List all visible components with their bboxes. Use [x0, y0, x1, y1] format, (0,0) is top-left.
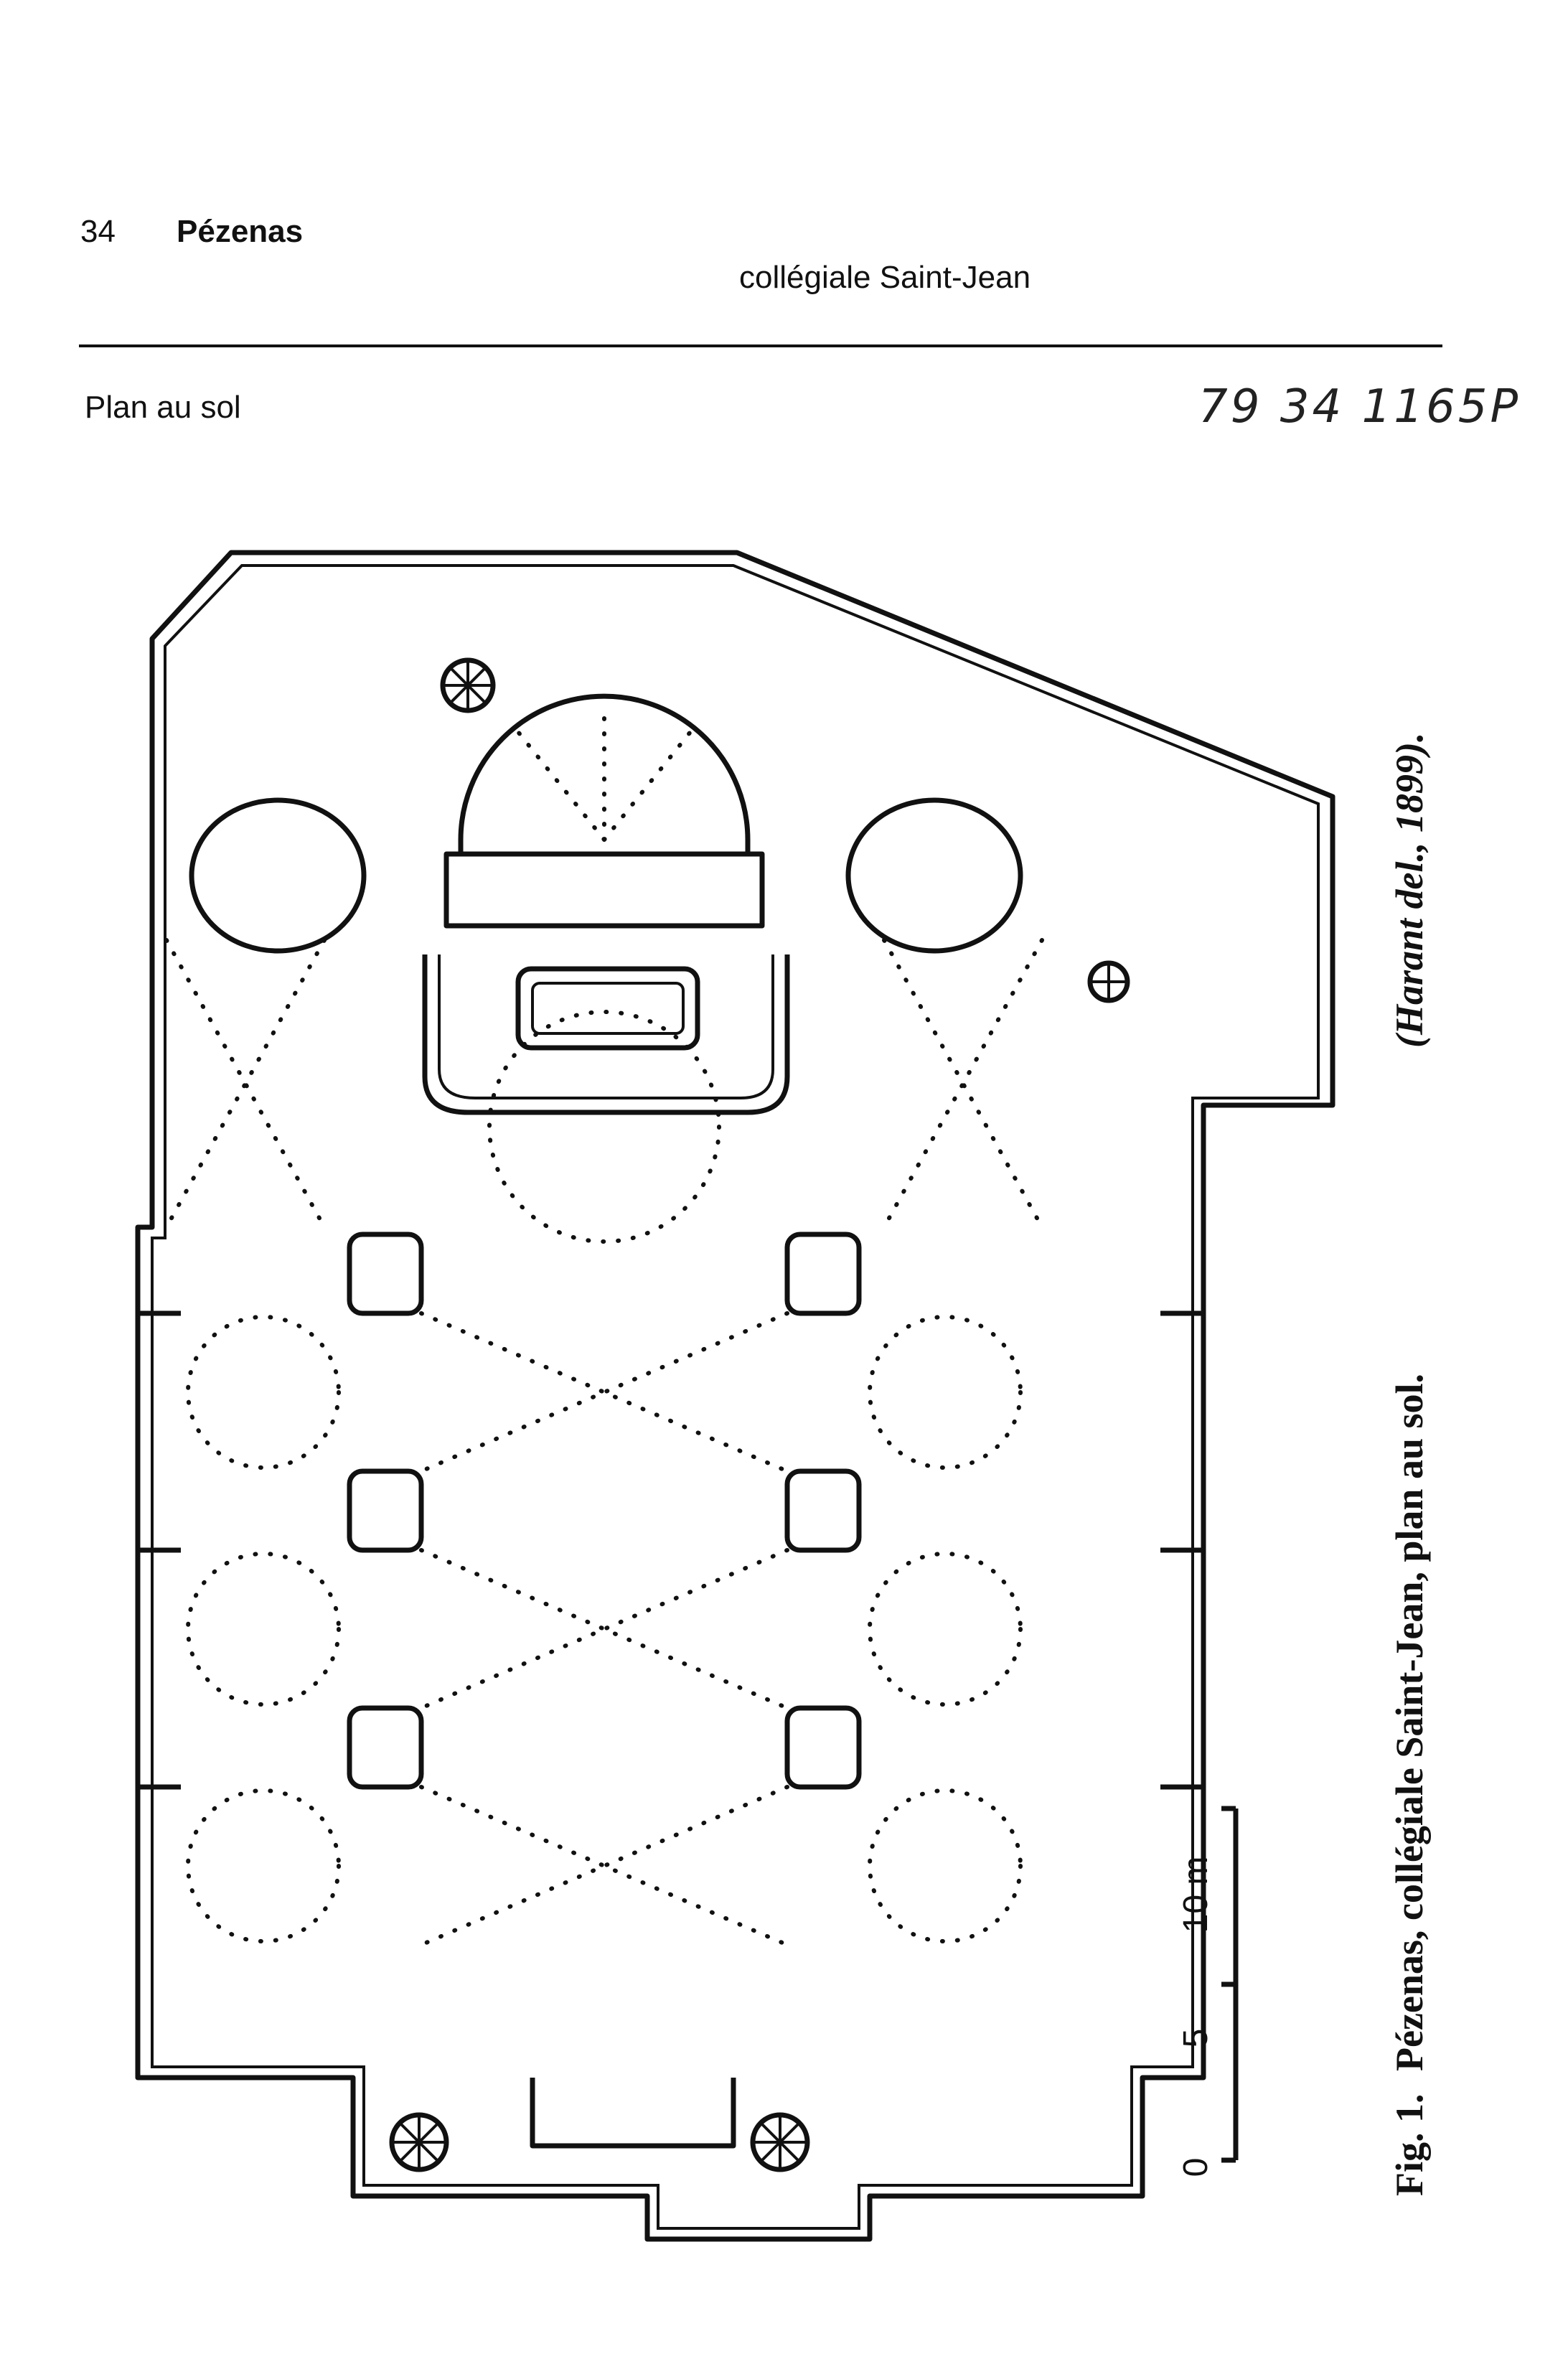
west-portal	[530, 2078, 736, 2149]
pier	[784, 1705, 862, 1790]
pier	[347, 1468, 424, 1553]
scale-tick-5: 5	[1177, 2029, 1215, 2048]
apse-vault	[516, 708, 693, 842]
inner-outer-wall	[151, 564, 1320, 2230]
side-chapel-vault	[186, 1315, 341, 1470]
right-transept-vault	[882, 938, 1044, 1229]
section-label: Plan au sol	[85, 390, 241, 425]
figure-credit: (Harant del., 1899).	[1388, 733, 1431, 1049]
side-chapel-vault	[868, 1552, 1023, 1707]
page-place-title: Pézenas	[177, 214, 304, 249]
nave-vault	[419, 1548, 789, 1710]
floor-plan-figure: 10 m 5 0 Fig. 1. Pézenas, collégiale Sai…	[88, 495, 1568, 2334]
crossing-vault	[487, 1010, 721, 1244]
spiral-staircase	[750, 2112, 810, 2172]
spiral-staircase	[389, 2112, 449, 2172]
spiral-staircase	[440, 657, 496, 713]
scale-bar: 10 m 5 0	[1177, 1806, 1239, 2177]
pier	[347, 1232, 424, 1316]
figure-caption-label: Fig. 1.	[1388, 2094, 1431, 2197]
figure-caption: Fig. 1. Pézenas, collégiale Saint-Jean, …	[1388, 1374, 1431, 2196]
choir-enclosure-inner	[438, 954, 774, 1099]
left-transept-vault	[164, 938, 327, 1229]
nave-vault	[419, 1785, 789, 1947]
page-number: 34	[80, 214, 116, 249]
right-apsidal-chapel	[845, 797, 1023, 954]
choir-enclosure	[422, 954, 790, 1115]
handwritten-inventory-reference: 79 34 1165P	[1198, 380, 1521, 433]
pier	[784, 1232, 862, 1316]
apse	[458, 693, 751, 857]
floor-plan-drawing: 10 m 5 0 Fig. 1. Pézenas, collégiale Sai…	[135, 550, 1431, 2242]
pier	[347, 1705, 424, 1790]
altar	[515, 966, 700, 1051]
pier	[784, 1468, 862, 1553]
side-chapel-vault	[868, 1788, 1023, 1943]
figure-caption-text: Pézenas, collégiale Saint-Jean, plan au …	[1388, 1374, 1431, 2071]
page-subtitle: collégiale Saint-Jean	[739, 260, 1031, 295]
choir-block	[443, 851, 765, 929]
scale-tick-0: 0	[1177, 2158, 1215, 2177]
altar-inner	[531, 982, 685, 1035]
chapel-wall	[138, 1310, 1203, 1790]
outer-wall	[135, 550, 1335, 2242]
left-apsidal-chapel	[189, 797, 367, 954]
header-divider	[79, 344, 1442, 347]
side-chapel-vault	[868, 1315, 1023, 1470]
spiral-staircase	[1087, 960, 1130, 1003]
side-chapel-vault	[186, 1552, 341, 1707]
nave-vault	[419, 1311, 789, 1473]
scale-tick-10: 10 m	[1177, 1857, 1215, 1933]
side-chapel-vault	[186, 1788, 341, 1943]
